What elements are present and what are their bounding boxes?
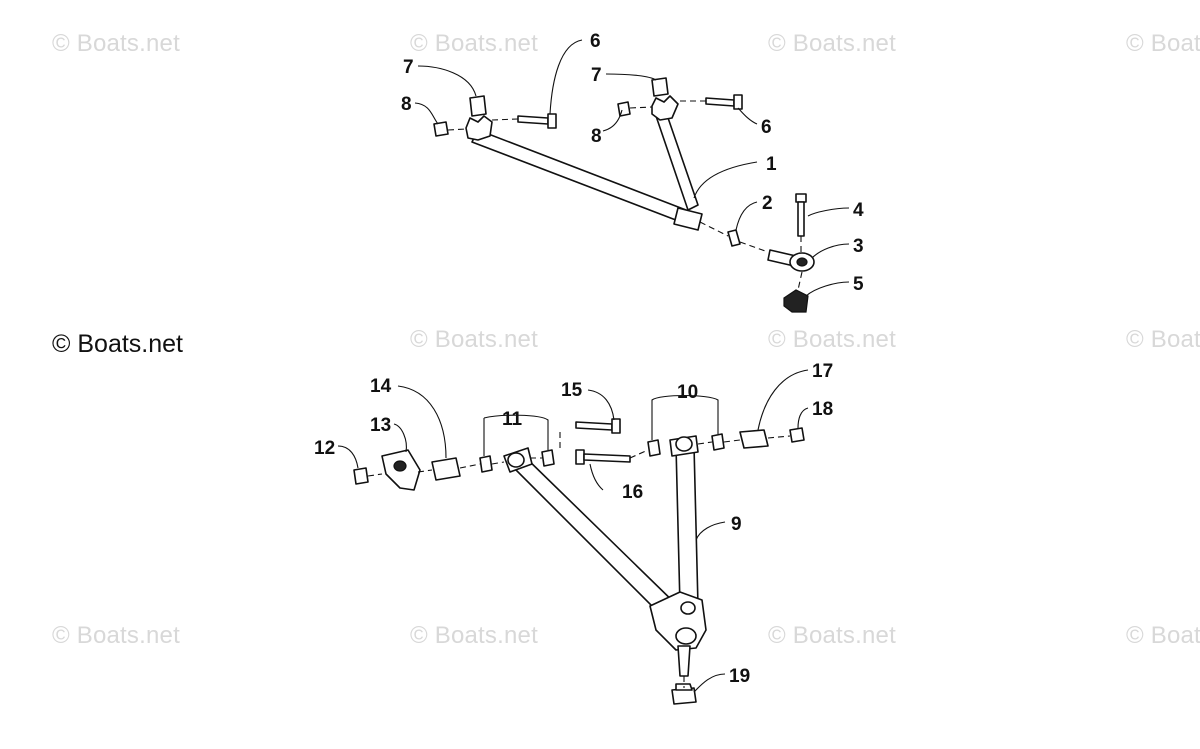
upper-a-arm <box>465 95 703 231</box>
bolt <box>517 113 557 129</box>
ball-joint <box>767 249 815 272</box>
callout-7-upper-right: 7 <box>591 65 602 86</box>
nut <box>433 121 449 137</box>
lower-a-arm <box>503 435 707 677</box>
callout-9: 9 <box>731 514 742 535</box>
callout-14: 14 <box>370 376 392 397</box>
pin <box>727 229 741 247</box>
watermark: © Boats.net <box>52 622 180 649</box>
bolt <box>575 418 621 434</box>
bushing <box>479 455 493 473</box>
watermark: © Boats.net <box>1126 30 1200 57</box>
callout-15: 15 <box>561 380 583 401</box>
bolt <box>575 449 631 465</box>
callout-5: 5 <box>853 274 864 295</box>
callout-2: 2 <box>762 193 773 214</box>
callout-6-upper-left: 6 <box>590 31 601 52</box>
watermark: © Boats.net <box>410 622 538 649</box>
watermark: © Boats.net <box>768 622 896 649</box>
bolt <box>705 94 743 110</box>
callout-8-upper-left: 8 <box>401 94 412 115</box>
copyright-label: © Boats.net <box>52 330 183 358</box>
callout-7-upper-left: 7 <box>403 57 414 78</box>
mount-bracket <box>783 289 809 313</box>
callout-17: 17 <box>812 361 833 382</box>
nut <box>789 427 805 443</box>
callout-10: 10 <box>677 382 698 403</box>
watermark: © Boats.net <box>768 326 896 353</box>
nut <box>617 101 631 117</box>
bushing <box>647 439 661 457</box>
watermark: © Boats.net <box>52 30 180 57</box>
callout-1: 1 <box>766 154 777 175</box>
bushing <box>469 95 487 117</box>
watermark: © Boats.net <box>1126 326 1200 353</box>
callout-8-upper-right: 8 <box>591 126 602 147</box>
bushing <box>651 77 669 97</box>
watermark: © Boats.net <box>410 30 538 57</box>
callout-3: 3 <box>853 236 864 257</box>
nut <box>671 683 697 705</box>
callout-13: 13 <box>370 415 391 436</box>
callout-11: 11 <box>502 409 523 430</box>
bushing <box>711 433 725 451</box>
watermark: © Boats.net <box>410 326 538 353</box>
bushing <box>541 449 555 467</box>
spacer <box>431 457 461 481</box>
mount-bracket <box>381 449 421 491</box>
watermark: © Boats.net <box>1126 622 1200 649</box>
callout-12: 12 <box>314 438 335 459</box>
callout-19: 19 <box>729 666 750 687</box>
callout-4: 4 <box>853 200 864 221</box>
watermark: © Boats.net <box>768 30 896 57</box>
callout-16: 16 <box>622 482 643 503</box>
spacer <box>739 429 769 449</box>
callout-18: 18 <box>812 399 833 420</box>
callout-6-upper-right: 6 <box>761 117 772 138</box>
bolt <box>795 193 807 237</box>
nut <box>353 467 369 485</box>
